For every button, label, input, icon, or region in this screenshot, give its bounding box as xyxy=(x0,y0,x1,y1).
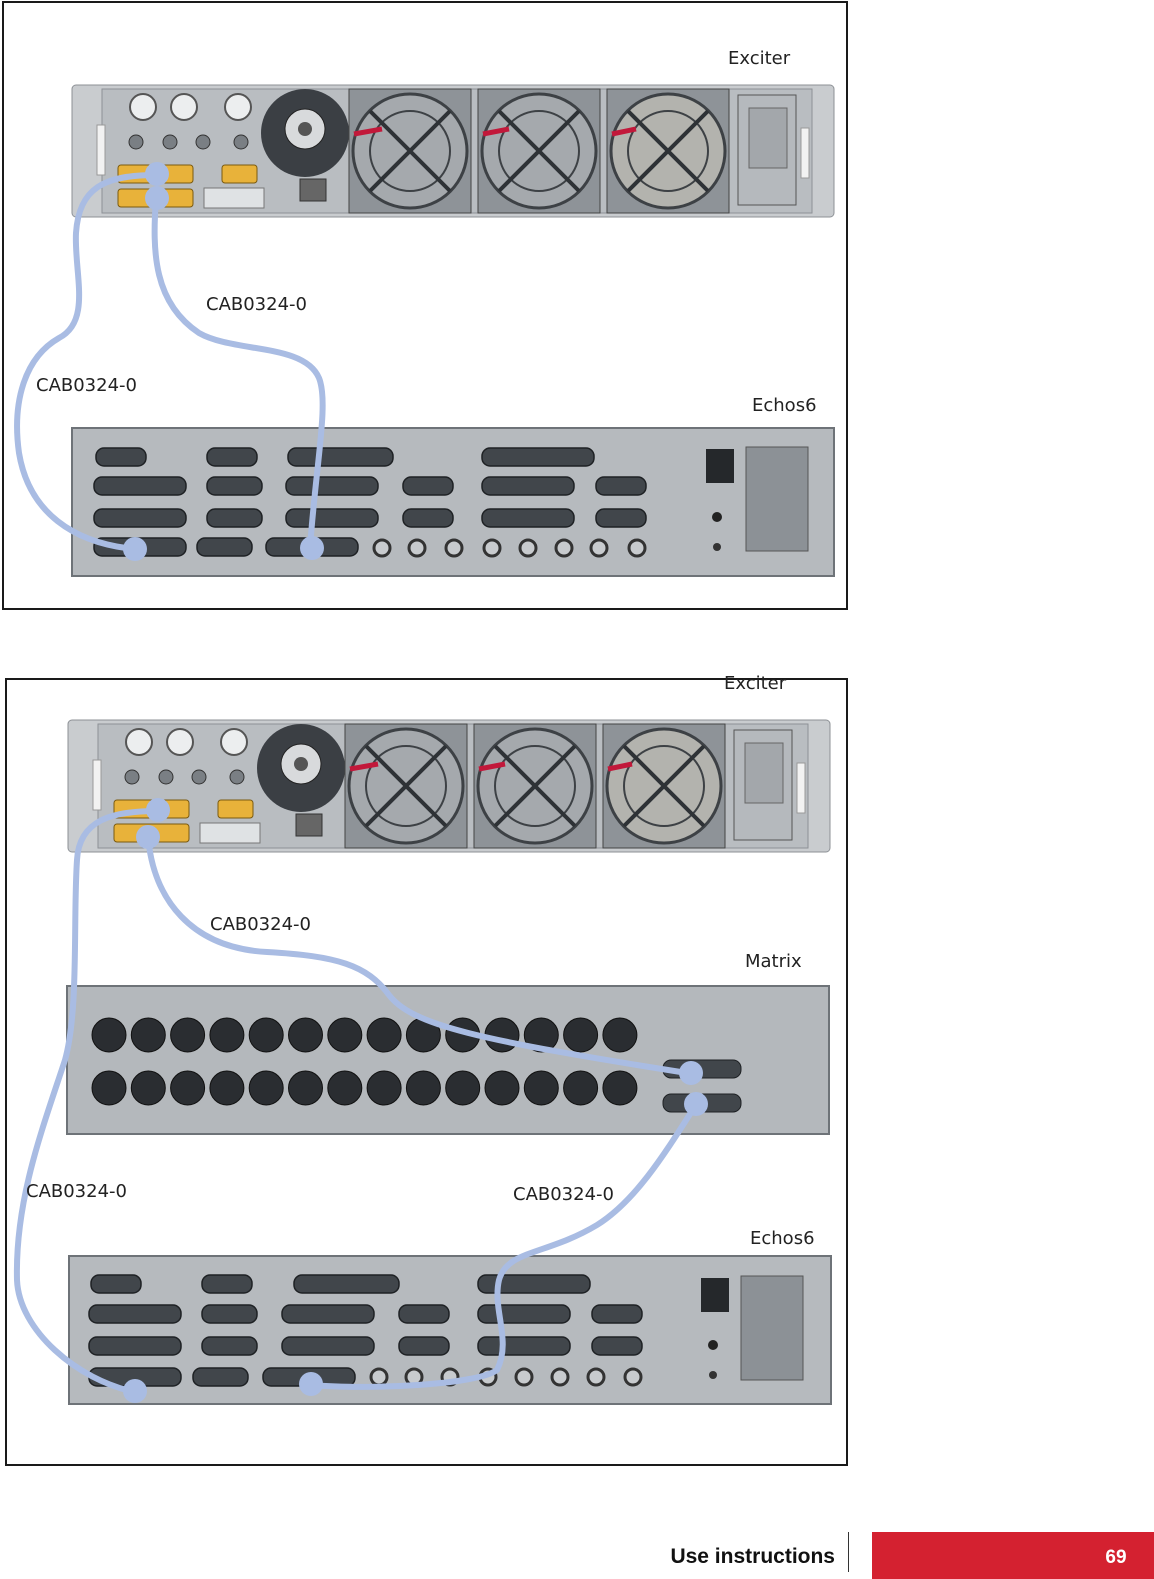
matrix-xlr-connector xyxy=(288,1070,323,1106)
matrix-xlr-connector xyxy=(327,1017,363,1053)
exciter-unit xyxy=(67,719,831,853)
cable-right xyxy=(151,195,326,551)
cooling-fans xyxy=(348,88,730,214)
matrix-xlr-connector xyxy=(248,1017,284,1053)
cable-label: CAB0324-0 xyxy=(206,294,307,315)
power-connector xyxy=(261,89,349,202)
cable-label: CAB0324-0 xyxy=(36,375,137,396)
matrix-xlr-connector xyxy=(523,1017,559,1053)
footer-page-tab xyxy=(872,1532,1154,1579)
matrix-xlr-connector xyxy=(91,1070,127,1106)
matrix-xlr-connector xyxy=(130,1070,166,1106)
cable-matrix-echos6 xyxy=(309,1100,700,1390)
cables xyxy=(13,808,700,1395)
matrix-xlr-connector xyxy=(327,1070,363,1106)
cable-label: CAB0324-0 xyxy=(26,1181,127,1202)
cables xyxy=(14,172,326,552)
footer-section-title: Use instructions xyxy=(670,1545,835,1568)
matrix-xlr-connector xyxy=(563,1017,599,1053)
matrix-xlr-connector xyxy=(445,1070,481,1106)
cable-exciter-matrix xyxy=(145,833,690,1076)
cable-endpoints xyxy=(123,798,708,1403)
matrix-xlr-connector xyxy=(366,1070,402,1106)
bnc-connectors xyxy=(128,134,249,150)
matrix-xlr-connector xyxy=(602,1017,638,1053)
matrix-xlr-connector xyxy=(288,1017,323,1053)
matrix-xlr-connector xyxy=(523,1070,559,1106)
matrix-xlr-connector xyxy=(170,1070,206,1106)
matrix-xlr-connector xyxy=(170,1017,206,1053)
matrix-xlr-connector xyxy=(91,1017,127,1053)
page-number: 69 xyxy=(1105,1547,1127,1568)
cable-left xyxy=(14,172,159,552)
matrix-xlr-connector xyxy=(602,1070,638,1106)
diagram1-canvas xyxy=(14,84,835,577)
matrix-unit xyxy=(66,985,830,1135)
xlr-connectors xyxy=(129,93,252,121)
cable-exciter-echos6 xyxy=(13,808,160,1395)
matrix-label: Matrix xyxy=(745,951,802,972)
cable-label: CAB0324-0 xyxy=(513,1184,614,1205)
exciter-label: Exciter xyxy=(728,48,791,69)
matrix-xlr-connector xyxy=(366,1017,402,1053)
matrix-xlr-connector xyxy=(563,1070,599,1106)
echos6-unit xyxy=(71,427,835,577)
echos6-label: Echos6 xyxy=(750,1228,815,1249)
diagram-exciter-matrix-echos6: Exciter Matrix Echos6 CAB0324-0 CAB0324-… xyxy=(5,673,848,1466)
exciter-unit xyxy=(71,84,835,218)
echos6-label: Echos6 xyxy=(752,395,817,416)
cable-label: CAB0324-0 xyxy=(210,914,311,935)
matrix-xlr-connector xyxy=(405,1070,441,1106)
exciter-label: Exciter xyxy=(724,673,787,694)
matrix-xlr-connector xyxy=(484,1070,520,1106)
cable-endpoints xyxy=(123,162,324,561)
matrix-xlr-connector xyxy=(209,1070,245,1106)
matrix-xlr-connector xyxy=(130,1017,166,1053)
matrix-xlr-connector xyxy=(484,1017,520,1053)
footer-divider xyxy=(848,1532,849,1572)
matrix-xlr-connector xyxy=(209,1017,245,1053)
diagram-exciter-echos6: Exciter Echos6 CAB0324-0 CAB0324-0 xyxy=(2,1,848,610)
diagram2-canvas xyxy=(13,719,832,1405)
matrix-xlr-connector xyxy=(248,1070,284,1106)
